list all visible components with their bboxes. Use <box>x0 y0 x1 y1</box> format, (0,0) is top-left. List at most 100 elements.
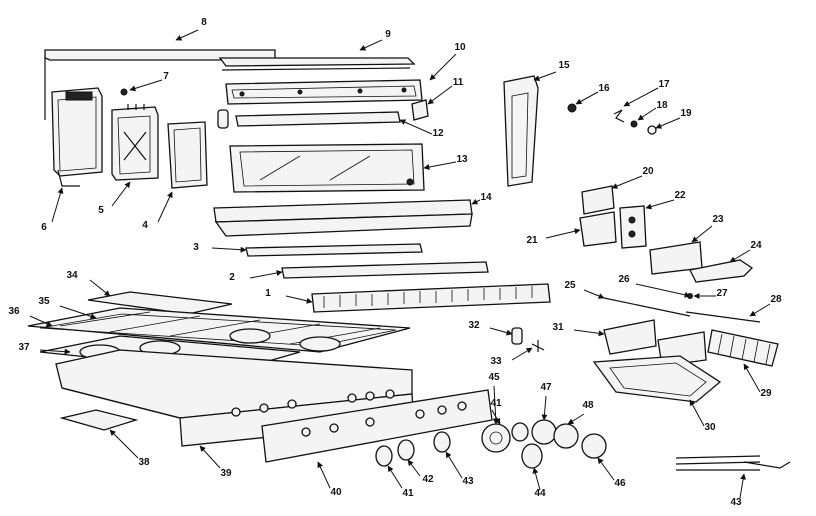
part-grate-bar <box>311 283 551 313</box>
callout-leader-29 <box>743 363 761 393</box>
callout-label-1: 1 <box>265 288 271 299</box>
part-knobs <box>375 431 451 467</box>
callout-leader-30 <box>689 399 705 427</box>
callout-label-12: 12 <box>432 128 444 139</box>
part-glass-panel <box>229 143 425 193</box>
callout-leader-19 <box>655 117 681 129</box>
callout-label-7: 7 <box>163 71 169 82</box>
part-broiler-tray <box>592 355 722 403</box>
callout-label-41: 41 <box>402 488 414 499</box>
part-top-rail <box>218 57 416 71</box>
part-screw-7 <box>120 88 128 96</box>
callout-label-5: 5 <box>98 205 104 216</box>
callout-leader-7 <box>129 79 163 92</box>
callout-label-20: 20 <box>642 166 654 177</box>
callout-leader-42 <box>407 459 421 477</box>
part-manifold-23-24 <box>649 241 754 283</box>
callout-label-38: 38 <box>138 457 150 468</box>
callout-leader-14 <box>471 198 481 205</box>
part-strip-3 <box>245 243 423 257</box>
callout-label-46: 46 <box>614 478 626 489</box>
callout-label-25: 25 <box>564 280 576 291</box>
callout-label-37: 37 <box>18 342 30 353</box>
part-knob-assembly <box>481 419 607 469</box>
callout-leader-43 <box>739 473 747 499</box>
part-strip-2 <box>281 261 489 279</box>
callout-leader-12 <box>399 119 433 135</box>
part-front-rail <box>225 79 423 105</box>
callout-label-48: 48 <box>582 400 594 411</box>
callout-label-10: 10 <box>454 42 466 53</box>
callout-label-41: 41 <box>490 398 502 409</box>
callout-leader-37 <box>39 348 71 355</box>
callout-label-29: 29 <box>760 388 772 399</box>
callout-leader-35 <box>59 305 97 320</box>
callout-leader-38 <box>109 429 139 459</box>
callout-label-40: 40 <box>330 487 342 498</box>
part-rods-and-grill <box>603 293 779 367</box>
part-wire-harness <box>675 455 791 471</box>
callout-label-27: 27 <box>716 288 728 299</box>
callout-label-30: 30 <box>704 422 716 433</box>
callout-leader-6 <box>51 187 64 223</box>
callout-label-16: 16 <box>598 83 610 94</box>
callout-leader-46 <box>597 457 615 481</box>
part-oven-door <box>111 104 159 181</box>
part-drip-tray <box>59 409 139 431</box>
callout-label-21: 21 <box>526 235 538 246</box>
callout-leader-3 <box>211 246 247 253</box>
callout-label-47: 47 <box>540 382 552 393</box>
callout-leader-11 <box>427 85 453 105</box>
callout-label-35: 35 <box>38 296 50 307</box>
callout-leader-25 <box>583 289 605 299</box>
callout-label-9: 9 <box>385 29 391 40</box>
callout-leader-13 <box>423 161 457 170</box>
callout-label-6: 6 <box>41 222 47 233</box>
callout-leader-4 <box>157 191 173 223</box>
part-glass-door <box>167 121 208 189</box>
part-bracket-11 <box>411 99 429 121</box>
callout-label-22: 22 <box>674 190 686 201</box>
callout-label-33: 33 <box>490 356 502 367</box>
callout-leader-43 <box>445 451 463 479</box>
callout-leader-41 <box>387 465 403 489</box>
part-small-fittings <box>511 327 545 352</box>
callout-leader-40 <box>317 461 331 489</box>
callout-leader-18 <box>637 107 657 121</box>
callout-leader-15 <box>533 71 557 81</box>
callout-leader-39 <box>199 445 221 469</box>
callout-label-39: 39 <box>220 468 232 479</box>
callout-label-42: 42 <box>422 474 434 485</box>
callout-leader-47 <box>541 395 548 421</box>
part-side-panel <box>51 87 103 187</box>
callout-leader-22 <box>645 199 675 210</box>
callout-leader-48 <box>567 413 585 425</box>
callout-leader-31 <box>573 329 605 337</box>
callout-leader-33 <box>511 347 533 361</box>
callout-label-44: 44 <box>534 488 546 499</box>
callout-leader-21 <box>545 228 581 239</box>
callout-label-2: 2 <box>229 272 235 283</box>
part-valves <box>579 185 647 249</box>
callout-leader-1 <box>285 295 313 304</box>
callout-leader-44 <box>532 467 541 491</box>
callout-leader-34 <box>89 279 111 297</box>
callout-label-3: 3 <box>193 242 199 253</box>
part-tube <box>217 109 401 129</box>
callout-label-24: 24 <box>750 240 762 251</box>
callout-leader-24 <box>729 249 751 263</box>
callout-label-15: 15 <box>558 60 570 71</box>
part-griddle-plate <box>87 291 233 315</box>
callout-label-13: 13 <box>456 154 468 165</box>
callout-label-4: 4 <box>142 220 148 231</box>
callout-label-18: 18 <box>656 100 668 111</box>
callout-leader-17 <box>623 87 659 107</box>
callout-leader-45 <box>492 385 499 425</box>
callout-label-36: 36 <box>8 306 20 317</box>
part-vertical-bracket <box>503 75 539 187</box>
callout-label-31: 31 <box>552 322 564 333</box>
callout-label-43: 43 <box>730 497 742 508</box>
callout-label-14: 14 <box>480 192 492 203</box>
callout-label-11: 11 <box>453 77 464 88</box>
